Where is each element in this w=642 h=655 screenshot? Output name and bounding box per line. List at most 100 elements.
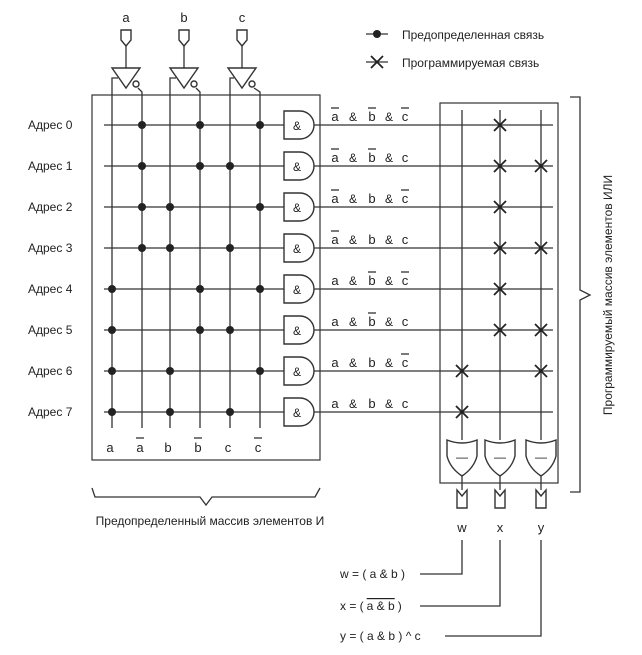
term-ampersand: &	[349, 233, 357, 247]
and-gate-symbol: &	[293, 324, 301, 338]
inverter-bubble-icon	[190, 80, 198, 88]
programmable-cross-icon	[493, 323, 507, 337]
term-var-a: a	[331, 232, 339, 247]
connection-dot	[166, 408, 174, 416]
term-ampersand: &	[385, 356, 393, 370]
output-label-y: y	[538, 520, 545, 535]
term-ampersand: &	[349, 356, 357, 370]
or-gate-symbol: —	[456, 450, 468, 464]
term-var-a: a	[331, 191, 339, 206]
connection-dot	[226, 326, 234, 334]
connection-dot	[138, 162, 146, 170]
inverter-bubble-icon	[132, 80, 140, 88]
true-output-wire	[229, 77, 234, 95]
connection-dot	[138, 244, 146, 252]
and-gate-symbol: &	[293, 160, 301, 174]
address-label: Адрес 3	[28, 241, 73, 255]
output-label-x: x	[497, 520, 504, 535]
connection-dot	[256, 203, 264, 211]
connection-dot	[226, 408, 234, 416]
and-array-box	[91, 94, 321, 461]
term-ampersand: &	[385, 110, 393, 124]
legend-programmable-label: Программируемая связь	[402, 56, 539, 70]
term-var-b: b	[368, 314, 375, 329]
connection-dot	[196, 285, 204, 293]
and-gate-icon	[283, 233, 315, 263]
and-gate-symbol: &	[293, 283, 301, 297]
or-gate-symbol: —	[535, 450, 547, 464]
address-label: Адрес 6	[28, 364, 73, 378]
connection-dot	[108, 326, 116, 334]
and-gate-symbol: &	[293, 406, 301, 420]
term-var-c: c	[402, 273, 409, 288]
connection-dot	[108, 367, 116, 375]
connection-dot	[196, 121, 204, 129]
inverted-output-wire	[253, 87, 261, 95]
column-label-b: b	[164, 440, 171, 455]
term-ampersand: &	[385, 192, 393, 206]
input-label-a: a	[122, 10, 130, 25]
connection-dot	[256, 285, 264, 293]
term-ampersand: &	[349, 397, 357, 411]
term-var-b: b	[368, 109, 375, 124]
buffer-icon	[110, 67, 142, 90]
and-gate-symbol: &	[293, 201, 301, 215]
programmable-cross-icon	[534, 364, 548, 378]
term-var-b: b	[368, 232, 375, 247]
term-var-c: c	[402, 109, 409, 124]
connection-dot	[166, 244, 174, 252]
buffer-icon	[226, 67, 258, 90]
and-array-label: Предопределенный массив элементов И	[96, 514, 325, 528]
programmable-cross-icon	[534, 323, 548, 337]
term-var-c: c	[402, 355, 409, 370]
address-label: Адрес 1	[28, 159, 73, 173]
or-gate-icon	[525, 438, 557, 477]
legend-predefined-label: Предопределенная связь	[402, 28, 544, 42]
connection-dot	[138, 121, 146, 129]
and-gate-symbol: &	[293, 119, 301, 133]
term-ampersand: &	[385, 233, 393, 247]
term-ampersand: &	[385, 397, 393, 411]
output-pin-icon	[535, 488, 547, 509]
input-pin-icon	[236, 29, 248, 48]
address-label: Адрес 7	[28, 405, 73, 419]
input-label-c: c	[239, 10, 246, 25]
term-var-b: b	[368, 273, 375, 288]
address-label: Адрес 5	[28, 323, 73, 337]
or-array-brace	[570, 96, 592, 493]
connection-dot	[196, 326, 204, 334]
programmable-cross-icon	[493, 200, 507, 214]
term-var-b: b	[368, 355, 375, 370]
and-gate-icon	[283, 397, 315, 427]
column-label-c: c	[255, 440, 262, 455]
address-label: Адрес 4	[28, 282, 73, 296]
connection-dot	[256, 121, 264, 129]
column-label-a: a	[106, 440, 114, 455]
buffer-icon	[168, 67, 200, 90]
term-ampersand: &	[349, 110, 357, 124]
connection-dot	[166, 367, 174, 375]
programmable-cross-icon	[534, 159, 548, 173]
or-array-label: Программируемый массив элементов ИЛИ	[601, 175, 615, 415]
or-array-box	[439, 102, 559, 484]
legend-cross-icon	[370, 55, 384, 69]
connection-dot	[138, 203, 146, 211]
term-ampersand: &	[349, 151, 357, 165]
or-gate-symbol: —	[494, 450, 506, 464]
programmable-cross-icon	[534, 241, 548, 255]
term-var-a: a	[331, 109, 339, 124]
equations: w = ( a & b ) x = (a & b) y = ( a & b ) …	[339, 540, 542, 643]
connection-dot	[226, 244, 234, 252]
term-ampersand: &	[385, 315, 393, 329]
equation-x: x = (a & b)	[340, 599, 402, 613]
term-var-b: b	[368, 150, 375, 165]
programmable-cross-icon	[493, 241, 507, 255]
true-output-wire	[111, 77, 118, 95]
connection-dot	[196, 162, 204, 170]
and-gate-icon	[283, 192, 315, 222]
term-var-c: c	[402, 150, 409, 165]
programmable-cross-icon	[455, 405, 469, 419]
legend: Предопределенная связь Программируемая с…	[366, 28, 544, 70]
true-output-wire	[169, 77, 176, 95]
